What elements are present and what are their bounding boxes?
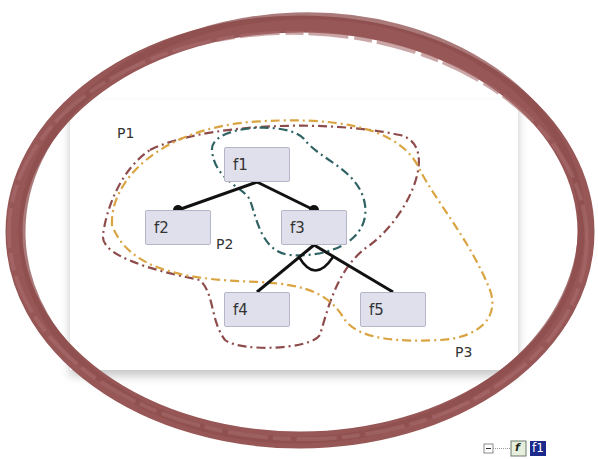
tree-connector xyxy=(257,182,314,210)
hand-drawn-ring-edge xyxy=(4,25,592,446)
collapse-minus xyxy=(486,448,491,449)
product-label: P1 xyxy=(117,125,134,142)
feature-name: f4 xyxy=(233,301,248,319)
feature-box: f3 xyxy=(281,210,347,245)
product-outline-p3 xyxy=(212,128,365,256)
feature-name: f3 xyxy=(290,219,305,237)
alternative-arc xyxy=(299,257,333,271)
product-outline-p2 xyxy=(112,120,492,340)
feature-name: f2 xyxy=(154,219,169,237)
product-label: P3 xyxy=(455,344,472,361)
product-label: P2 xyxy=(216,236,233,253)
tree-connector xyxy=(314,245,393,292)
feature-name: f1 xyxy=(233,156,248,174)
icon-letter: f xyxy=(515,440,520,455)
feature-name: f5 xyxy=(369,301,384,319)
collapse-box xyxy=(484,444,493,453)
feature-box: f4 xyxy=(224,292,290,327)
tree-guide xyxy=(493,448,510,449)
feature-box: f1 xyxy=(224,147,290,182)
feature-box: f2 xyxy=(145,210,211,245)
tree-connector xyxy=(257,245,314,292)
slide-panel xyxy=(70,100,518,370)
tree-item: f1 xyxy=(530,441,546,456)
tree-connector xyxy=(178,182,257,210)
feature-box: f5 xyxy=(360,292,426,327)
product-outline-p1 xyxy=(103,126,419,348)
feature-icon xyxy=(511,441,526,456)
